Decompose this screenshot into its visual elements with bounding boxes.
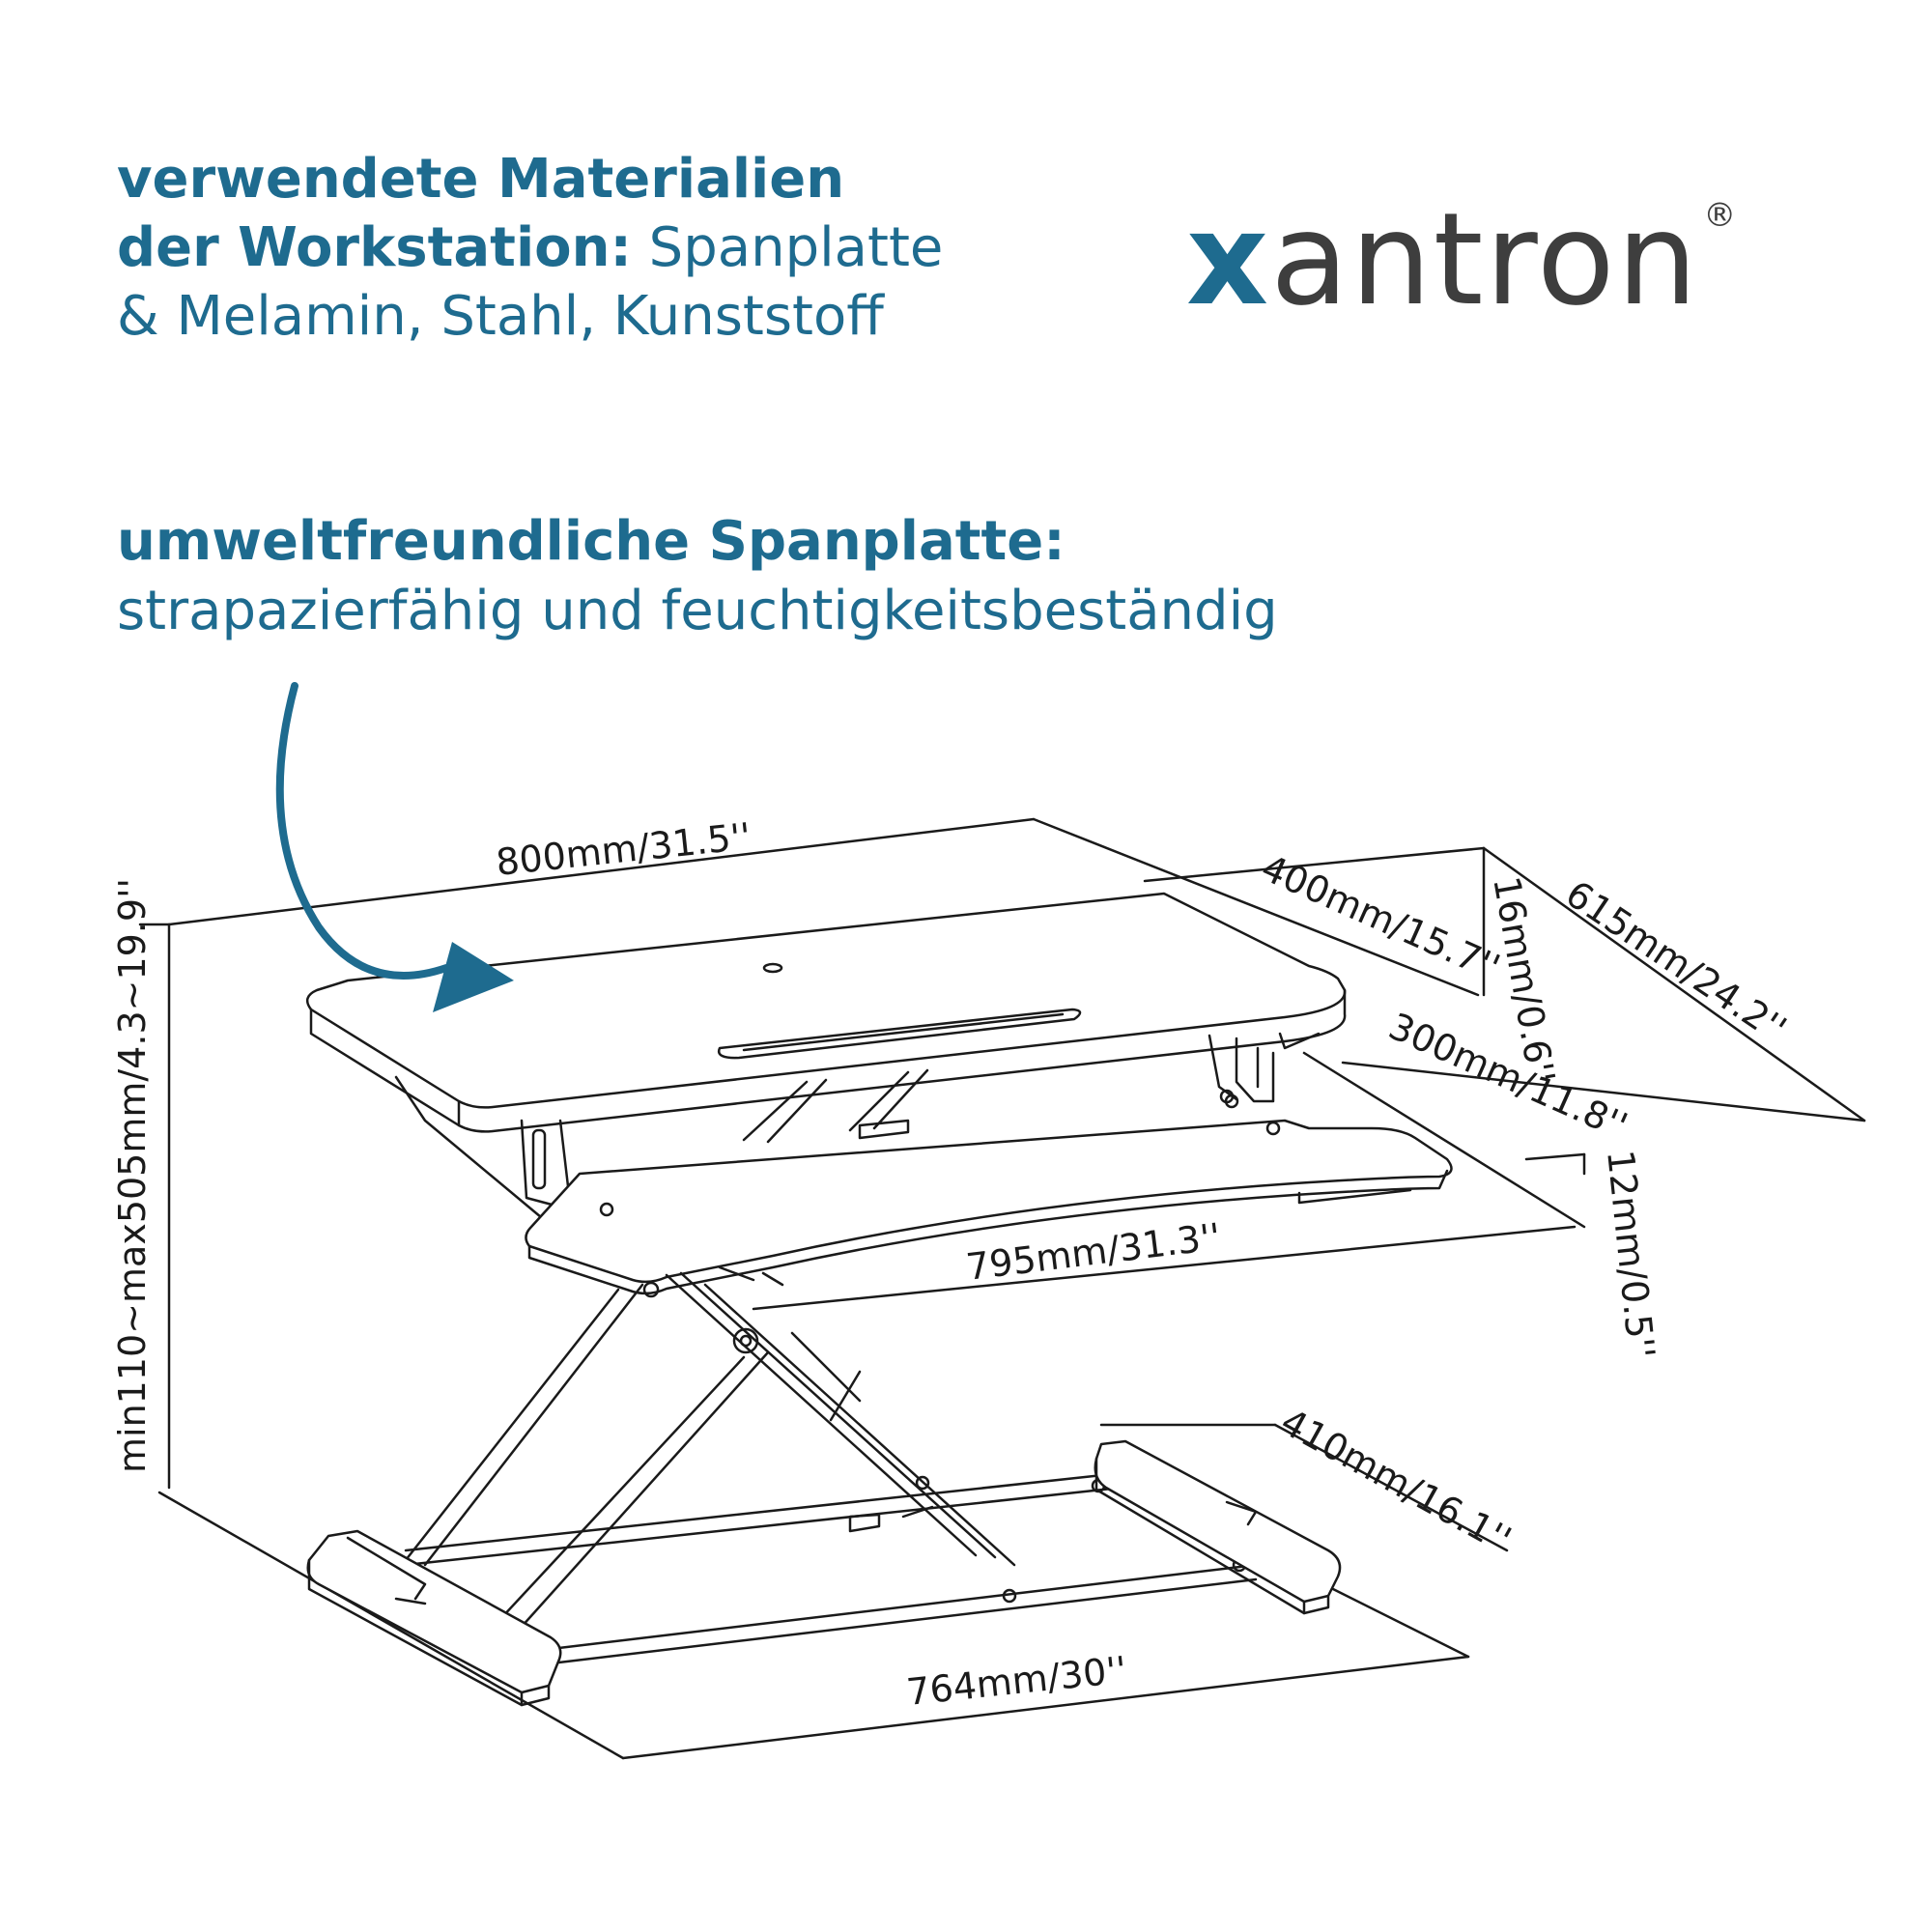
base-frame — [404, 1471, 1258, 1668]
right-foot — [1094, 1439, 1342, 1615]
dim-total-depth: 615mm/24.2'' — [1558, 872, 1794, 1051]
dimension-lines — [138, 817, 1866, 1760]
dim-height-range: min110~max505mm/4.3~19.9'' — [111, 878, 154, 1473]
eco-heading: umweltfreundliche Spanplatte: — [117, 510, 1065, 573]
materials-text-line2: & Melamin, Stahl, Kunststoff — [117, 285, 884, 348]
logo-rest: antron — [1270, 185, 1700, 334]
materials-text-line1: Spanplatte — [631, 216, 944, 279]
materials-text: verwendete Materialien der Workstation: … — [117, 145, 943, 351]
left-foot — [306, 1529, 562, 1707]
main-desktop — [305, 892, 1347, 1133]
eco-description: strapazierfähig und feuchtigkeitsbeständ… — [117, 580, 1278, 642]
pointer-arrow — [275, 682, 514, 1012]
logo-x: x — [1186, 185, 1271, 334]
materials-heading-line1: verwendete Materialien — [117, 148, 845, 211]
rear-support — [1235, 1032, 1321, 1103]
eco-text: umweltfreundliche Spanplatte: strapazier… — [117, 507, 1278, 646]
registered-mark: ® — [1703, 196, 1739, 235]
dim-base-depth: 410mm/16.1'' — [1274, 1400, 1519, 1561]
materials-heading-line2: der Workstation: — [117, 216, 632, 279]
xantron-logo: xantron® — [1186, 143, 1738, 332]
scissor-lift — [404, 1265, 1016, 1639]
dim-base-width: 764mm/30'' — [904, 1648, 1128, 1714]
inner-supports — [742, 1068, 929, 1144]
dim-keyboard-thickness: 12mm/0.5'' — [1599, 1148, 1662, 1360]
dim-top-width: 800mm/31.5'' — [494, 815, 753, 884]
